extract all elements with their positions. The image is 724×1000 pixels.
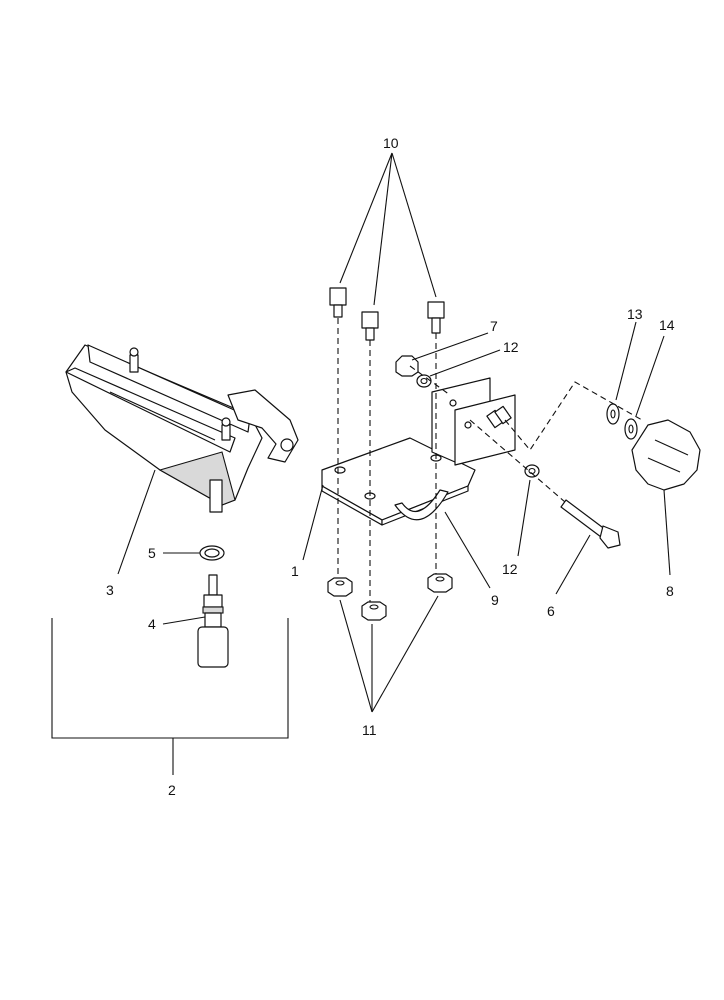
part-3-housing [65,344,299,513]
callout-11: 11 [362,722,377,738]
part-10-bolts [329,287,445,341]
part-5-oring [199,545,225,561]
assembly-bracket-2 [51,618,289,775]
callout-3: 3 [106,582,114,598]
callout-13: 13 [627,306,643,322]
bracket-studs [486,405,512,429]
callout-2: 2 [168,782,176,798]
part-4-pin [197,574,229,668]
callout-5: 5 [148,545,156,561]
part-12-washer-upper [416,374,432,388]
callout-6: 6 [547,603,555,619]
leader-lines [117,152,671,713]
callout-8: 8 [666,583,674,599]
part-11-nuts [327,573,453,621]
part-14-washer [624,418,638,440]
part-8-knob [631,419,701,491]
part-1-bracket [321,377,516,526]
callout-9: 9 [491,592,499,608]
callout-4: 4 [148,616,156,632]
part-12-washer-lower [524,464,540,478]
callout-10: 10 [383,135,399,151]
callout-1: 1 [291,563,299,579]
part-6-long-bolt [560,499,621,549]
part-7-nut [395,355,419,377]
callout-14: 14 [659,317,675,333]
callout-12-lower: 12 [502,561,518,577]
callout-7: 7 [490,318,498,334]
part-13-washer [606,403,620,425]
callout-labels: 10 7 12 13 14 5 3 1 12 9 6 8 4 11 2 [106,135,675,798]
callout-12-upper: 12 [503,339,519,355]
assembly-center-lines [337,318,643,602]
